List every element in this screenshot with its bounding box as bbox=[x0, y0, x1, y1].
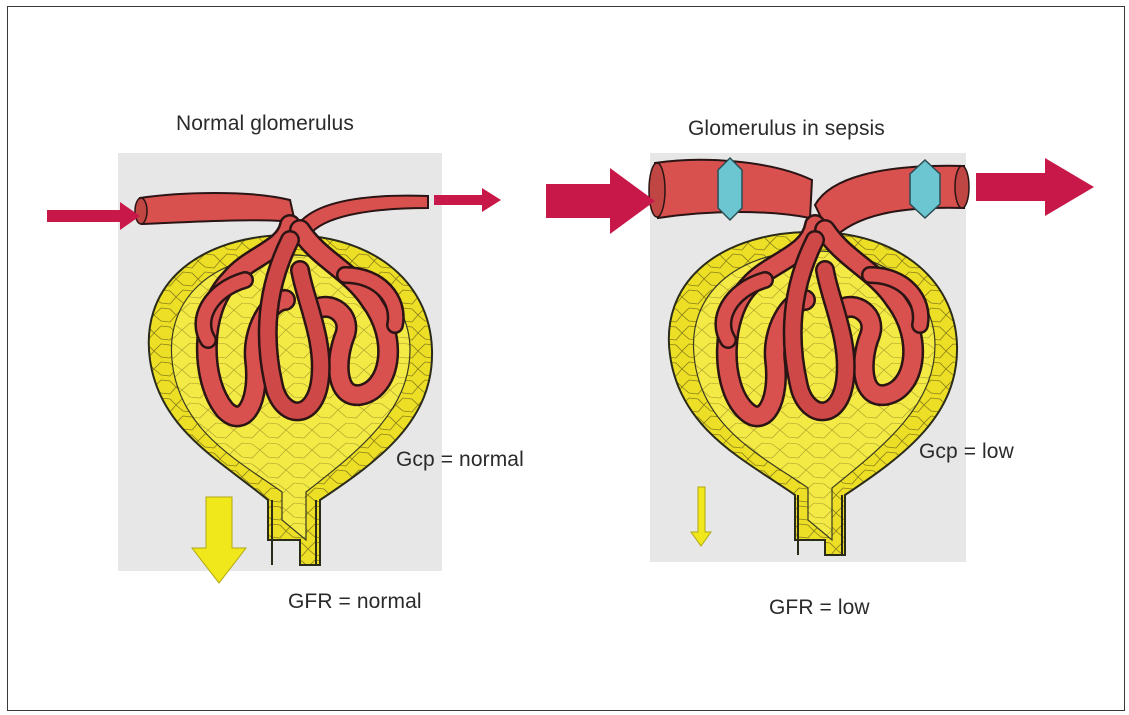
red-flow-arrow-icon bbox=[434, 188, 501, 212]
sepsis-gcp-label: Gcp = low bbox=[919, 440, 1014, 464]
yellow-filtration-arrow-icon bbox=[691, 487, 711, 546]
yellow-filtration-arrow-icon bbox=[192, 497, 246, 583]
red-flow-arrow-icon bbox=[546, 168, 655, 234]
normal-glomerulus-drawing bbox=[135, 193, 432, 565]
sepsis-gfr-label: GFR = low bbox=[769, 596, 870, 620]
afferent-arteriole bbox=[140, 193, 295, 224]
red-flow-arrow-icon bbox=[47, 202, 140, 230]
vasoconstriction-marker-icon bbox=[718, 158, 742, 220]
sepsis-glomerulus-drawing bbox=[649, 158, 969, 555]
red-flow-arrow-icon bbox=[976, 158, 1094, 216]
normal-glomerulus-title: Normal glomerulus bbox=[176, 112, 354, 136]
normal-gcp-label: Gcp = normal bbox=[396, 448, 524, 472]
sepsis-glomerulus-title: Glomerulus in sepsis bbox=[688, 117, 885, 141]
efferent-arteriole bbox=[300, 196, 428, 232]
normal-gfr-label: GFR = normal bbox=[288, 590, 422, 614]
